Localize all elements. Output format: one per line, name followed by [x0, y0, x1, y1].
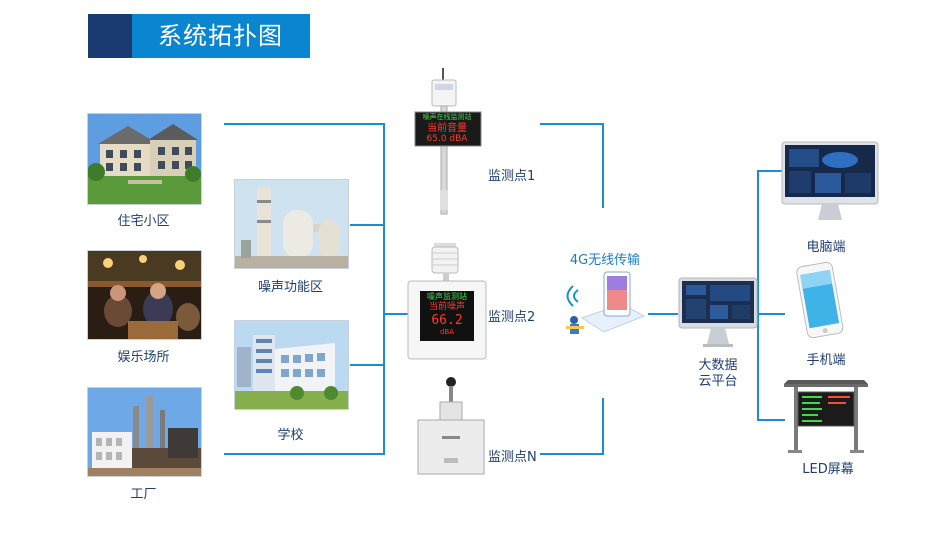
connector-line [648, 313, 678, 315]
connector-line [757, 313, 785, 315]
connector-line [757, 170, 785, 172]
monitor-station-cabinet [414, 376, 488, 476]
connector-line [350, 224, 383, 226]
desktop-terminal [780, 140, 880, 224]
led-screen-terminal [784, 378, 868, 454]
connector-line [757, 419, 785, 421]
page-title: 系统拓扑图 [132, 14, 310, 58]
platform-label-line2: 云平台 [698, 374, 738, 389]
monitor-point-label: 监测点2 [488, 310, 536, 325]
connector-line [224, 453, 383, 455]
source-label: 工厂 [130, 487, 157, 502]
mobile-terminal [794, 261, 846, 340]
wireless-transmission-icon [562, 266, 652, 342]
led-screen-value: 66.2 [431, 313, 463, 328]
connector-line [224, 123, 383, 125]
school-photo [234, 320, 349, 410]
residential-photo [87, 113, 202, 205]
noise-zone-photo [234, 179, 349, 269]
entertainment-venue-photo [87, 250, 202, 340]
terminal-label: LED屏幕 [802, 462, 854, 477]
source-label: 娱乐场所 [117, 350, 170, 365]
connector-line [350, 364, 383, 366]
led-screen-unit: dBA [439, 328, 455, 336]
header-accent-block [88, 14, 132, 58]
led-screen-title: 噪声在线监测站 [422, 113, 472, 121]
led-screen-text: 当前音量 [427, 123, 467, 134]
connector-line [602, 398, 604, 455]
monitor-point-label: 监测点N [488, 450, 537, 465]
led-screen-text: 当前噪声 [428, 302, 465, 312]
cloud-platform-monitor [677, 276, 759, 350]
connector-line [540, 123, 602, 125]
terminal-label: 电脑端 [806, 240, 846, 255]
transmission-label: 4G无线传输 [569, 253, 641, 268]
monitor-station-box [406, 241, 488, 361]
led-screen-value: 65.0 dBA [426, 134, 468, 144]
source-label: 噪声功能区 [257, 280, 323, 295]
led-screen-title: 噪声监测站 [427, 292, 467, 301]
connector-line [602, 123, 604, 208]
connector-line [383, 313, 408, 315]
connector-line [540, 453, 602, 455]
platform-label-line1: 大数据 [698, 358, 738, 373]
factory-photo [87, 387, 202, 477]
monitor-station-pole [412, 66, 492, 216]
terminal-label: 手机端 [806, 353, 846, 368]
terminal-bus-line [757, 170, 759, 421]
monitor-point-label: 监测点1 [488, 169, 536, 184]
source-label: 住宅小区 [117, 214, 170, 229]
bus-line [383, 123, 385, 455]
source-label: 学校 [277, 428, 304, 443]
